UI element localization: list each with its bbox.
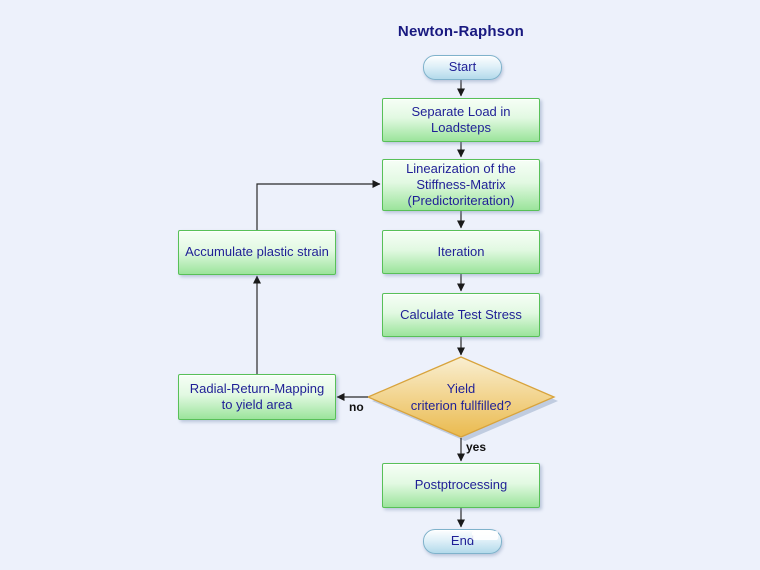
- edge-label-no: no: [349, 400, 364, 414]
- edge-label-yes: yes: [466, 440, 487, 454]
- diagram-title: Newton-Raphson: [397, 23, 525, 40]
- process-postprocessing: Postptrocessing: [382, 463, 540, 508]
- process-accumulate-plastic-strain: Accumulate plastic strain: [178, 230, 336, 275]
- connector-accumulate-linearization: [256, 180, 381, 230]
- start-node: Start: [423, 55, 502, 80]
- process-radial-return-mapping: Radial-Return-Mapping to yield area: [178, 374, 336, 420]
- decision-yield-criterion: Yield criterion fullfilled?: [410, 381, 512, 413]
- process-separate-load: Separate Load in Loadsteps: [382, 98, 540, 142]
- end-node-glare-artifact: [472, 531, 498, 540]
- process-calculate-test-stress: Calculate Test Stress: [382, 293, 540, 337]
- process-linearization: Linearization of the Stiffness-Matrix (P…: [382, 159, 540, 211]
- process-iteration: Iteration: [382, 230, 540, 274]
